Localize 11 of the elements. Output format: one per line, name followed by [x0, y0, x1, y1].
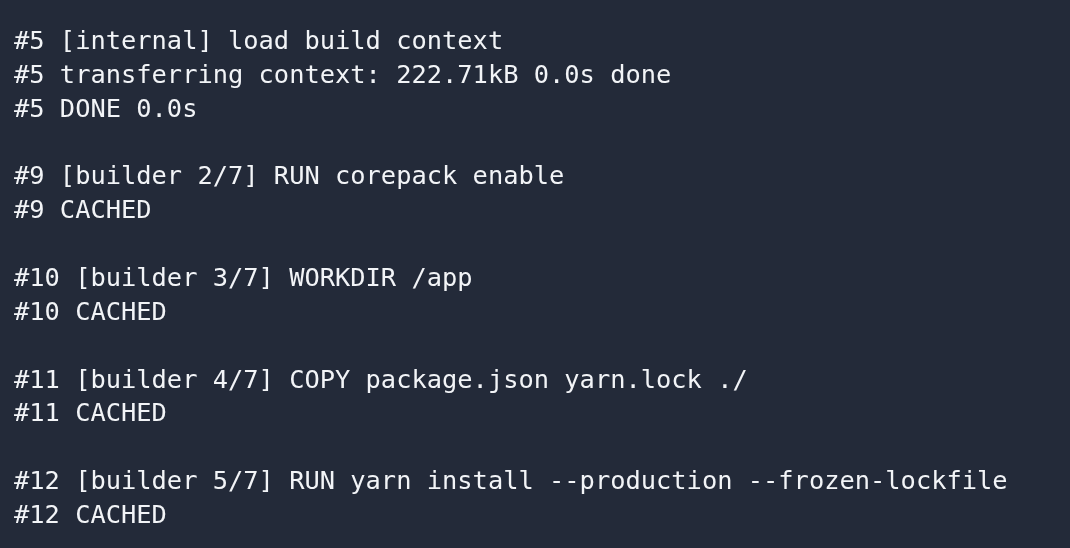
terminal-output-line: #10 [builder 3/7] WORKDIR /app — [14, 260, 473, 294]
terminal-output-line: #11 CACHED — [14, 396, 167, 430]
terminal-output-line: #5 transferring context: 222.71kB 0.0s done — [14, 57, 672, 91]
terminal-output-line: #10 CACHED — [14, 294, 167, 328]
terminal-output-line: #12 [builder 5/7] RUN yarn install --production --frozen-lockfile — [14, 464, 1008, 498]
terminal-output-line: #12 CACHED — [14, 497, 167, 531]
terminal-output-line: #9 CACHED — [14, 193, 152, 227]
terminal-output-line: #5 DONE 0.0s — [14, 91, 198, 125]
terminal-output-line: #11 [builder 4/7] COPY package.json yarn.lock ./ — [14, 362, 748, 396]
terminal-output-line: #9 [builder 2/7] RUN corepack enable — [14, 159, 565, 193]
terminal-output-line: #5 [internal] load build context — [14, 24, 504, 57]
